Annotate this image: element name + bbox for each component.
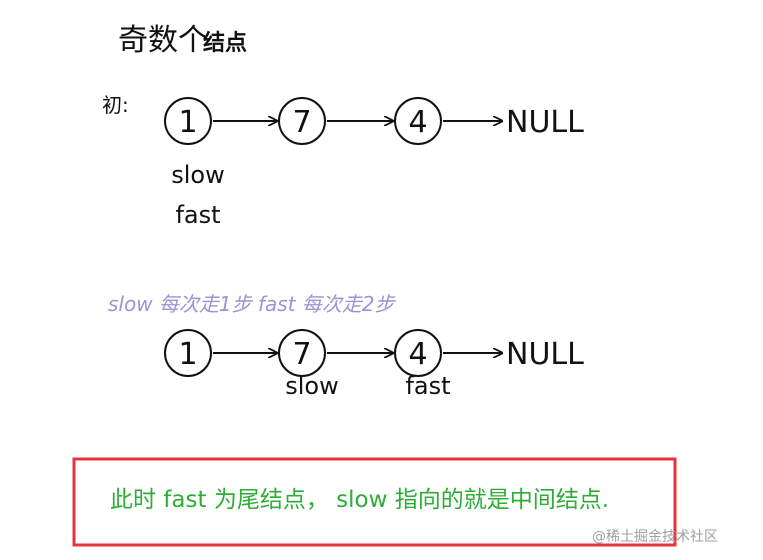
pointer-label-slow: slow (285, 372, 338, 400)
linked-list-row-initial: 1 7 4 NULL slow fast (164, 97, 584, 229)
list-node-0-value: 1 (178, 337, 197, 372)
list-node-2-circle (394, 97, 442, 145)
list-node-2-value: 4 (408, 337, 427, 372)
conclusion-text: 此时 fast 为尾结点， slow 指向的就是中间结点. (110, 487, 609, 513)
null-terminal: NULL (506, 105, 584, 140)
pointer-label-fast: fast (405, 372, 450, 400)
list-node-1-circle (278, 97, 326, 145)
list-node-2-value: 4 (408, 105, 427, 140)
null-terminal: NULL (506, 337, 584, 372)
conclusion-box (72, 457, 677, 547)
title-suffix: 结点 (203, 30, 247, 56)
list-node-1-circle (278, 329, 326, 377)
initial-label: 初: (102, 93, 129, 117)
list-node-0-circle (164, 97, 212, 145)
linked-list-row-after-step: 1 7 4 NULL slow fast (164, 329, 584, 400)
list-node-0-circle (164, 329, 212, 377)
step-note: slow 每次走1步 fast 每次走2步 (108, 292, 397, 316)
pointer-label-slow: slow (171, 161, 224, 189)
watermark: @稀土掘金技术社区 (592, 529, 718, 545)
title-prefix: 奇数个 (118, 23, 208, 58)
pointer-label-fast: fast (175, 201, 220, 229)
list-node-1-value: 7 (292, 337, 311, 372)
list-node-2-circle (394, 329, 442, 377)
list-node-0-value: 1 (178, 105, 197, 140)
list-node-1-value: 7 (292, 105, 311, 140)
